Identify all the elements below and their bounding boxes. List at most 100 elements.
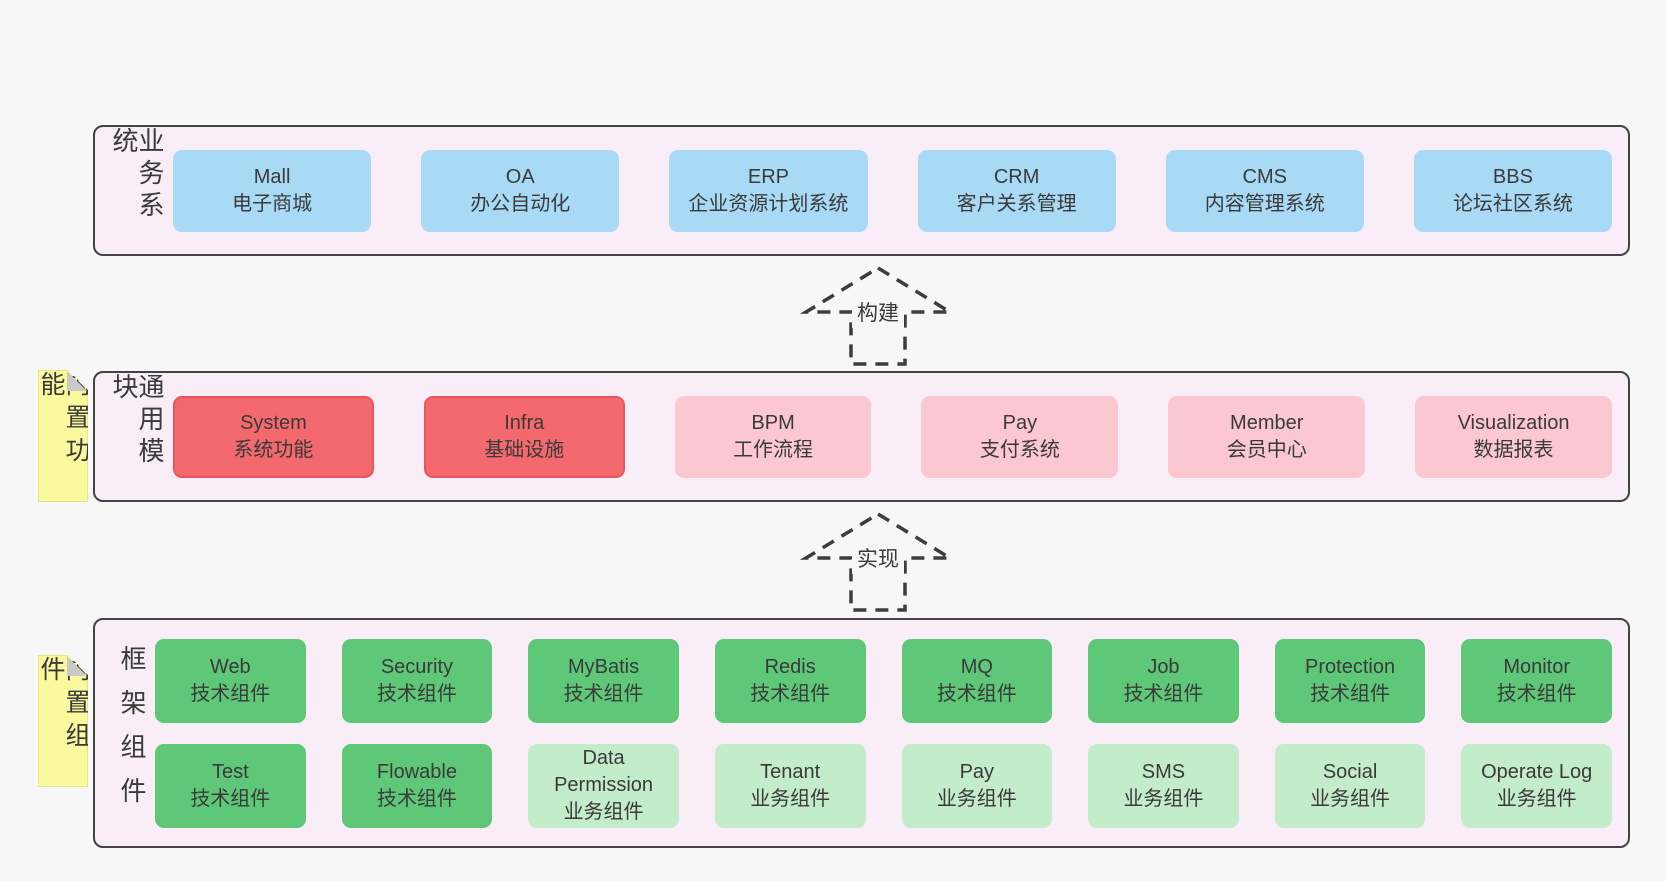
box-data-permission: Data Permission 业务组件 <box>528 743 679 828</box>
implement-arrow-label: 实现 <box>852 542 904 574</box>
implement-arrow: 实现 <box>796 510 960 614</box>
band-label-business: 业务系统 <box>109 127 165 223</box>
box-mall: Mall 电子商城 <box>173 149 372 232</box>
box-title: Data Permission <box>554 747 654 796</box>
box-operate-log: Operate Log 业务组件 <box>1461 743 1612 828</box>
box-protection: Protection 技术组件 <box>1274 638 1426 723</box>
box-subtitle: 技术组件 <box>190 682 271 705</box>
box-subtitle: 技术组件 <box>750 682 831 705</box>
box-subtitle: 业务组件 <box>750 787 831 810</box>
box-subtitle: 业务组件 <box>1310 787 1391 810</box>
box-social: Social 业务组件 <box>1274 743 1426 828</box>
sticky-note-text: 内置功能 <box>37 371 90 470</box>
box-mq: MQ 技术组件 <box>901 638 1053 723</box>
box-title: Operate Log <box>1481 760 1593 783</box>
box-title: Mall <box>253 165 291 188</box>
box-visualization: Visualization 数据报表 <box>1415 395 1612 478</box>
build-arrow-label: 构建 <box>852 296 904 328</box>
box-subtitle: 技术组件 <box>936 682 1017 705</box>
box-subtitle: 系统功能 <box>233 438 314 461</box>
box-web: Web 技术组件 <box>155 638 306 723</box>
box-title: Protection <box>1305 655 1396 678</box>
box-title: Social <box>1322 760 1378 783</box>
box-subtitle: 基础设施 <box>484 438 565 461</box>
sticky-note-built-in-components: 内置组件 <box>38 655 88 787</box>
box-subtitle: 技术组件 <box>376 682 457 705</box>
box-title: CRM <box>993 165 1040 188</box>
box-subtitle: 业务组件 <box>1123 787 1204 810</box>
box-title: SMS <box>1141 760 1186 783</box>
box-job: Job 技术组件 <box>1088 638 1239 723</box>
box-title: Job <box>1147 655 1180 678</box>
box-oa: OA 办公自动化 <box>421 149 620 232</box>
sticky-note-text: 内置组件 <box>37 656 90 755</box>
box-subtitle: 技术组件 <box>1310 682 1391 705</box>
box-subtitle: 企业资源计划系统 <box>688 192 849 215</box>
box-subtitle: 电子商城 <box>232 192 313 215</box>
sticky-note-built-in-features: 内置功能 <box>38 370 88 502</box>
box-pay-component: Pay 业务组件 <box>901 743 1053 828</box>
box-subtitle: 业务组件 <box>936 787 1017 810</box>
box-title: OA <box>505 165 535 188</box>
box-title: MQ <box>960 655 993 678</box>
business-systems-band: 业务系统 Mall 电子商城 OA 办公自动化 ERP 企业资源计划系统 CRM… <box>93 125 1630 256</box>
box-title: Flowable <box>376 760 457 783</box>
box-subtitle: 业务组件 <box>563 801 644 823</box>
box-subtitle: 技术组件 <box>376 787 457 810</box>
box-title: System <box>240 411 307 434</box>
box-subtitle: 技术组件 <box>190 787 271 810</box>
box-bpm: BPM 工作流程 <box>674 395 872 478</box>
components-box-rows: Web 技术组件 Security 技术组件 MyBatis 技术组件 Redi… <box>145 638 1628 828</box>
box-test: Test 技术组件 <box>155 743 306 828</box>
components-box-row-1: Web 技术组件 Security 技术组件 MyBatis 技术组件 Redi… <box>155 638 1612 723</box>
box-crm: CRM 客户关系管理 <box>917 149 1116 232</box>
box-tenant: Tenant 业务组件 <box>714 743 866 828</box>
business-box-row: Mall 电子商城 OA 办公自动化 ERP 企业资源计划系统 CRM 客户关系… <box>173 149 1613 232</box>
box-member: Member 会员中心 <box>1168 395 1366 478</box>
box-title: BBS <box>1492 165 1533 188</box>
box-monitor: Monitor 技术组件 <box>1461 638 1612 723</box>
box-title: CMS <box>1242 165 1287 188</box>
build-arrow: 构建 <box>796 264 960 368</box>
box-title: Security <box>380 655 454 678</box>
box-title: ERP <box>747 165 789 188</box>
box-subtitle: 支付系统 <box>979 438 1060 461</box>
box-subtitle: 客户关系管理 <box>956 192 1077 215</box>
box-subtitle: 技术组件 <box>563 682 644 705</box>
box-system: System 系统功能 <box>173 395 374 478</box>
box-title: Test <box>211 760 249 783</box>
box-title: BPM <box>751 411 795 434</box>
box-flowable: Flowable 技术组件 <box>341 743 493 828</box>
components-box-row-2: Test 技术组件 Flowable 技术组件 Data Permission … <box>155 743 1612 828</box>
box-title: Pay <box>1002 411 1038 434</box>
box-title: MyBatis <box>568 655 640 678</box>
box-subtitle: 办公自动化 <box>470 192 571 215</box>
box-redis: Redis 技术组件 <box>714 638 866 723</box>
framework-components-band: 框架组件 Web 技术组件 Security 技术组件 MyBatis 技术组件… <box>93 618 1630 848</box>
box-subtitle: 技术组件 <box>1123 682 1204 705</box>
box-cms: CMS 内容管理系统 <box>1165 149 1364 232</box>
box-title: Tenant <box>760 760 821 783</box>
box-title: Monitor <box>1503 655 1571 678</box>
box-subtitle: 数据报表 <box>1473 438 1554 461</box>
box-pay: Pay 支付系统 <box>921 395 1119 478</box>
box-subtitle: 业务组件 <box>1496 787 1577 810</box>
box-title: Infra <box>504 411 545 434</box>
box-subtitle: 会员中心 <box>1226 438 1307 461</box>
box-erp: ERP 企业资源计划系统 <box>669 149 868 232</box>
common-modules-band: 通用模块 System 系统功能 Infra 基础设施 BPM 工作流程 Pay… <box>93 371 1630 502</box>
box-subtitle: 内容管理系统 <box>1204 192 1325 215</box>
box-subtitle: 工作流程 <box>733 438 814 461</box>
modules-box-row: System 系统功能 Infra 基础设施 BPM 工作流程 Pay 支付系统… <box>173 395 1612 478</box>
box-subtitle: 论坛社区系统 <box>1452 192 1573 215</box>
band-label-components: 框架组件 <box>117 645 147 821</box>
box-infra: Infra 基础设施 <box>423 395 625 478</box>
box-title: Redis <box>764 655 816 678</box>
box-title: Visualization <box>1457 411 1570 434</box>
modules-box-row-wrap: System 系统功能 Infra 基础设施 BPM 工作流程 Pay 支付系统… <box>163 395 1628 478</box>
box-sms: SMS 业务组件 <box>1088 743 1239 828</box>
business-box-row-wrap: Mall 电子商城 OA 办公自动化 ERP 企业资源计划系统 CRM 客户关系… <box>163 149 1628 232</box>
box-title: Web <box>209 655 251 678</box>
box-subtitle: 技术组件 <box>1496 682 1577 705</box>
